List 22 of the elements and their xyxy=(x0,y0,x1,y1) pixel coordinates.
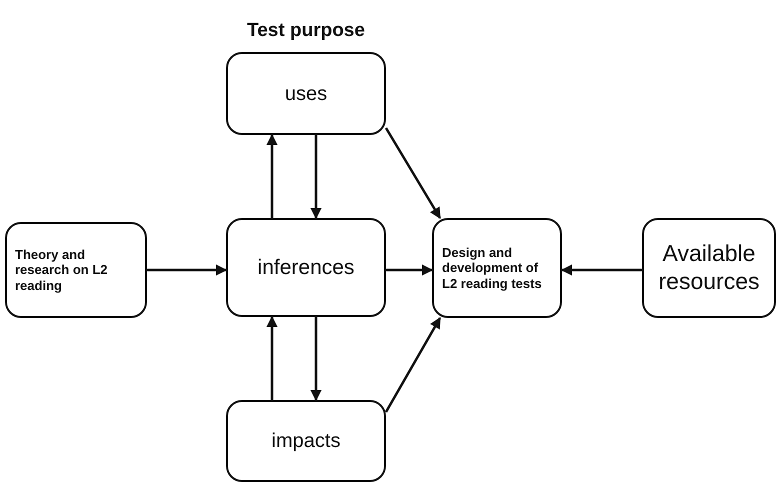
arrow xyxy=(266,316,278,400)
process-box xyxy=(5,222,147,318)
box-label: inferences xyxy=(258,254,354,280)
box-label: Theory and research on L2 reading xyxy=(15,246,108,294)
process-box xyxy=(226,400,386,482)
arrow xyxy=(386,264,434,276)
process-box xyxy=(642,218,776,318)
arrow xyxy=(310,317,322,402)
group-heading: Test purpose xyxy=(246,20,366,42)
process-box xyxy=(432,218,562,318)
process-box xyxy=(226,218,386,317)
arrow xyxy=(310,135,322,220)
arrow xyxy=(266,134,278,218)
box-label: uses xyxy=(284,82,328,106)
box-label: impacts xyxy=(272,429,340,453)
arrow xyxy=(560,264,642,276)
box-label: Available resources xyxy=(658,240,760,296)
process-box xyxy=(226,52,386,135)
arrow xyxy=(147,264,228,276)
arrow xyxy=(384,127,442,219)
arrow xyxy=(384,317,442,413)
box-label: Design and development of L2 reading tests xyxy=(442,244,543,292)
